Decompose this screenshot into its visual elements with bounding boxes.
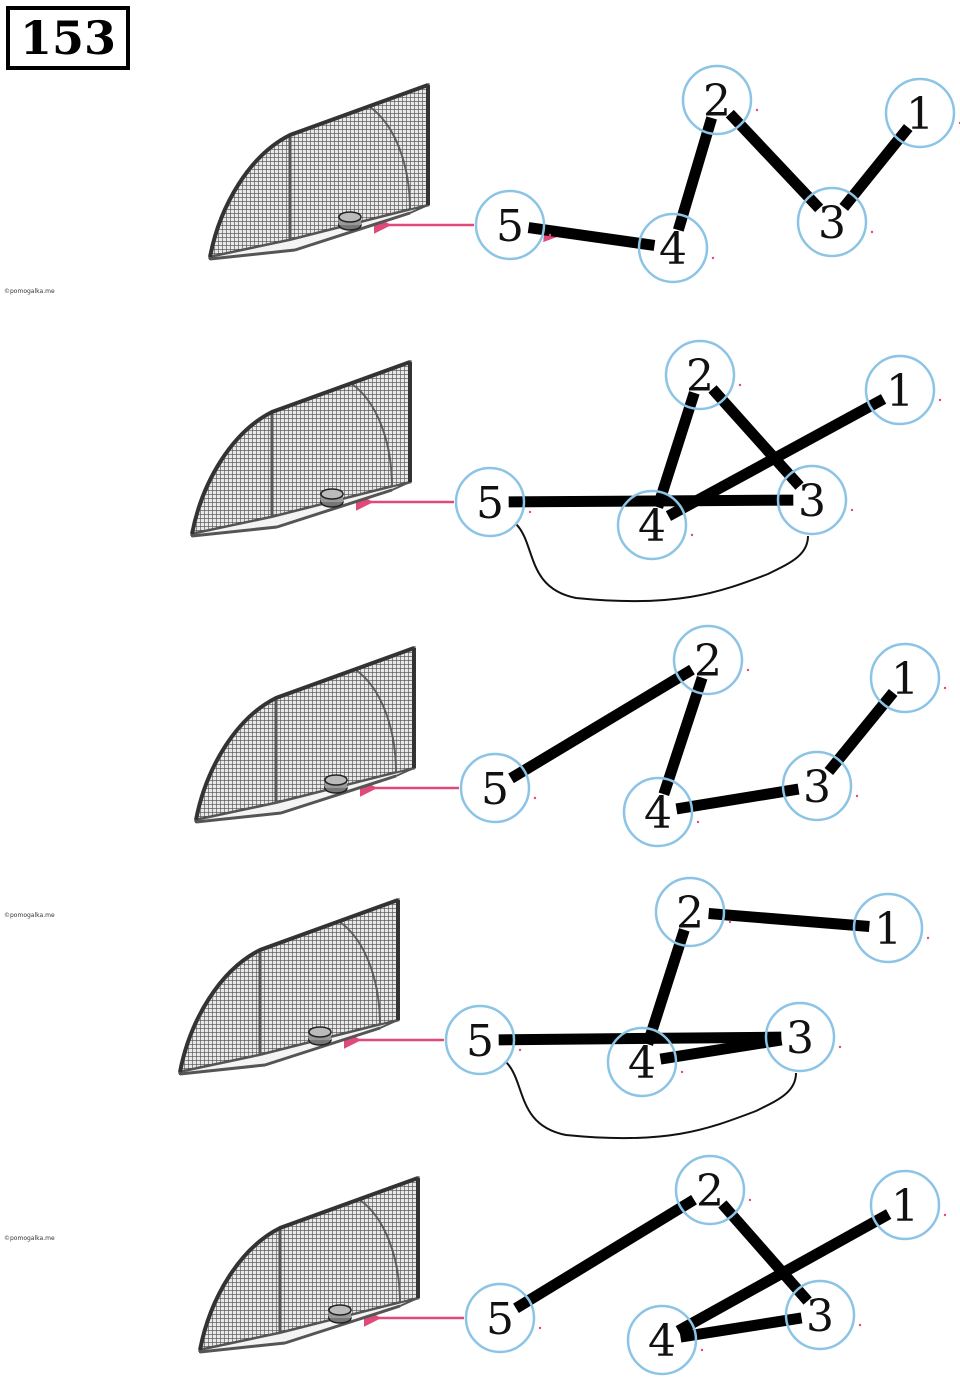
puck-icon — [308, 1026, 332, 1046]
soccer-goal-icon — [178, 897, 400, 1076]
route-node: 1 — [884, 77, 960, 149]
route-node: 3 — [784, 1279, 862, 1351]
soccer-goal-icon — [198, 1175, 420, 1354]
route-node: 1 — [869, 642, 947, 714]
route-panel: 1 2 3 4 5 — [356, 339, 942, 603]
route-node: 3 — [764, 1001, 842, 1073]
route-node: 2 — [672, 624, 750, 696]
route-node: 2 — [674, 1154, 752, 1226]
route-segment — [658, 676, 708, 796]
route-node: 5 — [444, 1004, 522, 1076]
route-node: 2 — [664, 339, 742, 411]
node-label: 2 — [696, 1166, 724, 1217]
route-segment — [679, 1312, 803, 1343]
node-label: 4 — [659, 224, 687, 275]
node-label: 1 — [891, 654, 919, 705]
node-label: 5 — [486, 1294, 514, 1345]
node-label: 5 — [466, 1016, 494, 1067]
node-label: 2 — [703, 76, 731, 127]
route-segment — [675, 783, 800, 815]
route-node: 2 — [681, 64, 759, 136]
route-node: 4 — [637, 212, 715, 284]
route-segment — [839, 124, 913, 211]
node-label: 3 — [798, 476, 826, 527]
node-label: 3 — [806, 1291, 834, 1342]
node-label: 5 — [496, 201, 524, 252]
node-label: 2 — [676, 888, 704, 939]
route-node: 1 — [869, 1169, 947, 1241]
route-node: 3 — [781, 750, 859, 822]
node-label: 1 — [906, 89, 934, 140]
thin-connection — [505, 1061, 797, 1140]
route-node: 5 — [454, 466, 532, 538]
route-node: 1 — [864, 354, 942, 426]
node-label: 4 — [648, 1316, 676, 1367]
route-segment — [508, 664, 695, 784]
route-node: 4 — [626, 1304, 704, 1376]
puck-icon — [338, 211, 362, 231]
route-segment — [673, 116, 717, 232]
route-node: 4 — [622, 776, 700, 848]
watermark: ©pomogalka.me — [4, 1235, 55, 1242]
route-node: 1 — [852, 892, 930, 964]
route-segment — [642, 928, 690, 1046]
soccer-goal-icon — [208, 82, 430, 261]
route-panel: 1 2 3 4 5 — [360, 624, 947, 848]
puck-icon — [328, 1304, 352, 1324]
route-segment — [708, 385, 804, 490]
node-label: 1 — [886, 366, 914, 417]
puck-icon — [320, 488, 344, 508]
route-segment — [659, 1034, 783, 1065]
route-segment — [718, 1200, 812, 1305]
route-segment — [824, 689, 898, 775]
node-label: 1 — [874, 904, 902, 955]
route-node: 4 — [606, 1026, 684, 1098]
route-panel: 1 2 3 4 5 — [364, 1154, 947, 1376]
node-label: 3 — [786, 1013, 814, 1064]
watermark: ©pomogalka.me — [4, 912, 55, 919]
route-node: 4 — [616, 489, 694, 561]
node-label: 4 — [644, 788, 672, 839]
node-label: 3 — [818, 198, 846, 249]
route-node: 3 — [796, 186, 874, 258]
route-segment — [508, 494, 794, 508]
puck-icon — [324, 774, 348, 794]
watermark: ©pomogalka.me — [4, 288, 55, 295]
route-node: 5 — [474, 189, 552, 261]
route-node: 3 — [776, 464, 854, 536]
node-label: 1 — [891, 1181, 919, 1232]
route-node: 5 — [459, 752, 537, 824]
route-node: 5 — [464, 1282, 542, 1354]
node-label: 4 — [628, 1038, 656, 1089]
node-label: 4 — [638, 501, 666, 552]
node-label: 2 — [686, 351, 714, 402]
route-panel: 1 2 3 4 5 — [344, 876, 930, 1140]
node-label: 2 — [694, 636, 722, 687]
route-segment — [708, 908, 870, 932]
route-segment — [498, 1031, 782, 1046]
route-segment — [725, 109, 824, 213]
task-number: 153 — [6, 6, 130, 70]
soccer-goal-icon — [190, 359, 412, 538]
node-label: 5 — [481, 764, 509, 815]
route-node: 2 — [654, 876, 732, 948]
soccer-goal-icon — [194, 645, 416, 824]
route-segment — [652, 391, 700, 509]
route-segment — [513, 1195, 697, 1313]
thin-connection — [515, 523, 809, 603]
node-label: 5 — [476, 478, 504, 529]
route-panel: 1 2 3 4 5 — [374, 64, 960, 284]
route-segment — [527, 222, 656, 251]
node-label: 3 — [803, 762, 831, 813]
